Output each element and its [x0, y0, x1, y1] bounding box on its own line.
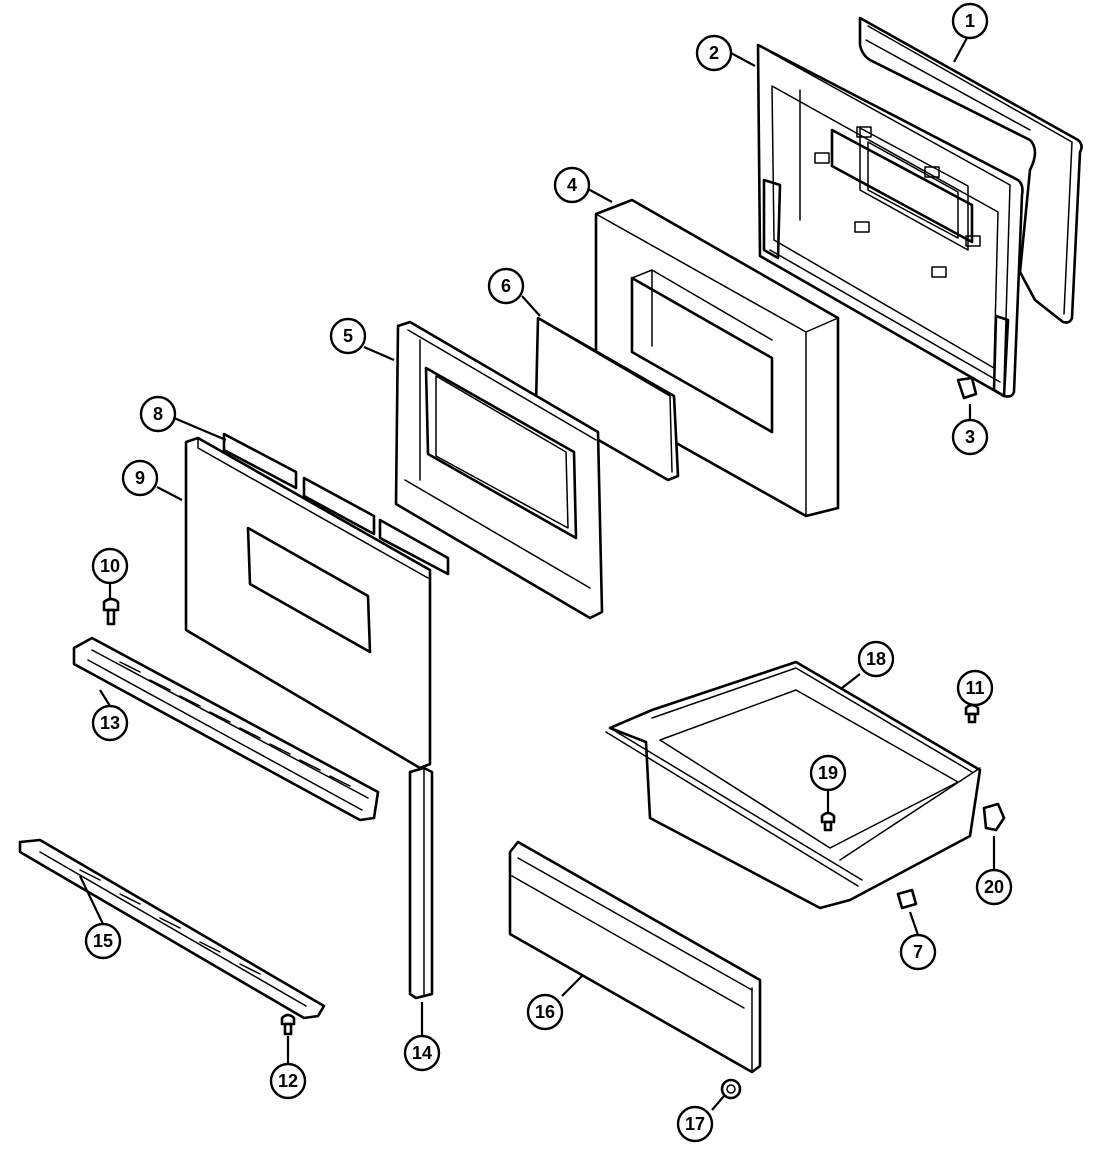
part-11-screw: [964, 703, 980, 724]
part-14-vertical-trim: [408, 766, 434, 1000]
part-17-knob: [720, 1078, 742, 1100]
svg-text:17: 17: [685, 1114, 705, 1134]
callout-1: 1: [951, 2, 989, 40]
svg-text:10: 10: [100, 556, 120, 576]
svg-text:15: 15: [93, 931, 113, 951]
part-19-screw: [820, 811, 836, 832]
svg-text:11: 11: [965, 678, 984, 698]
callout-2: 2: [695, 34, 733, 72]
svg-text:6: 6: [501, 276, 511, 296]
callout-6: 6: [487, 267, 525, 305]
part-13-handle-rail: [72, 636, 380, 822]
part-7-clip: [896, 888, 918, 910]
svg-text:14: 14: [412, 1043, 432, 1063]
part-18-drawer-pan: [605, 660, 982, 910]
svg-text:8: 8: [153, 404, 163, 424]
callout-13: 13: [91, 704, 129, 742]
callout-5: 5: [329, 317, 367, 355]
part-5-door-frame: [394, 320, 604, 620]
callout-15: 15: [84, 922, 122, 960]
part-12-screw: [280, 1013, 296, 1036]
part-6-inner-glass: [534, 316, 680, 482]
part-10-screw: [102, 597, 120, 626]
callout-16: 16: [526, 993, 564, 1031]
leader-lines: [79, 35, 996, 1111]
svg-text:19: 19: [818, 763, 838, 783]
svg-text:3: 3: [965, 427, 975, 447]
svg-text:2: 2: [709, 43, 719, 63]
callout-18: 18: [857, 640, 895, 678]
svg-text:9: 9: [135, 468, 145, 488]
callout-20: 20: [975, 868, 1013, 906]
part-2-inner-door-liner: [756, 43, 1024, 398]
part-16-drawer-front: [508, 840, 762, 1074]
callout-9: 9: [121, 459, 159, 497]
svg-text:18: 18: [866, 649, 886, 669]
part-20-clip: [982, 802, 1006, 832]
part-8-trim-strips: [222, 432, 450, 576]
callout-12: 12: [269, 1062, 307, 1100]
svg-text:5: 5: [343, 326, 353, 346]
callout-11: 11: [956, 669, 994, 707]
part-3-clip: [956, 376, 978, 400]
part-4-insulation: [594, 198, 840, 518]
callout-14: 14: [403, 1034, 441, 1072]
part-15-lower-rail: [18, 838, 326, 1020]
svg-text:1: 1: [965, 11, 975, 31]
part-9-outer-door-panel: [184, 436, 432, 770]
callout-10: 10: [91, 547, 129, 585]
svg-text:12: 12: [278, 1071, 298, 1091]
svg-text:16: 16: [535, 1002, 555, 1022]
callout-19: 19: [809, 754, 847, 792]
svg-text:13: 13: [100, 713, 120, 733]
callout-8: 8: [139, 395, 177, 433]
callout-3: 3: [951, 418, 989, 456]
callout-7: 7: [899, 933, 937, 971]
part-1-door-gasket: [858, 16, 1083, 324]
callout-17: 17: [676, 1105, 714, 1143]
svg-text:4: 4: [567, 175, 577, 195]
svg-text:20: 20: [984, 877, 1004, 897]
svg-text:7: 7: [913, 942, 923, 962]
callout-4: 4: [553, 166, 591, 204]
